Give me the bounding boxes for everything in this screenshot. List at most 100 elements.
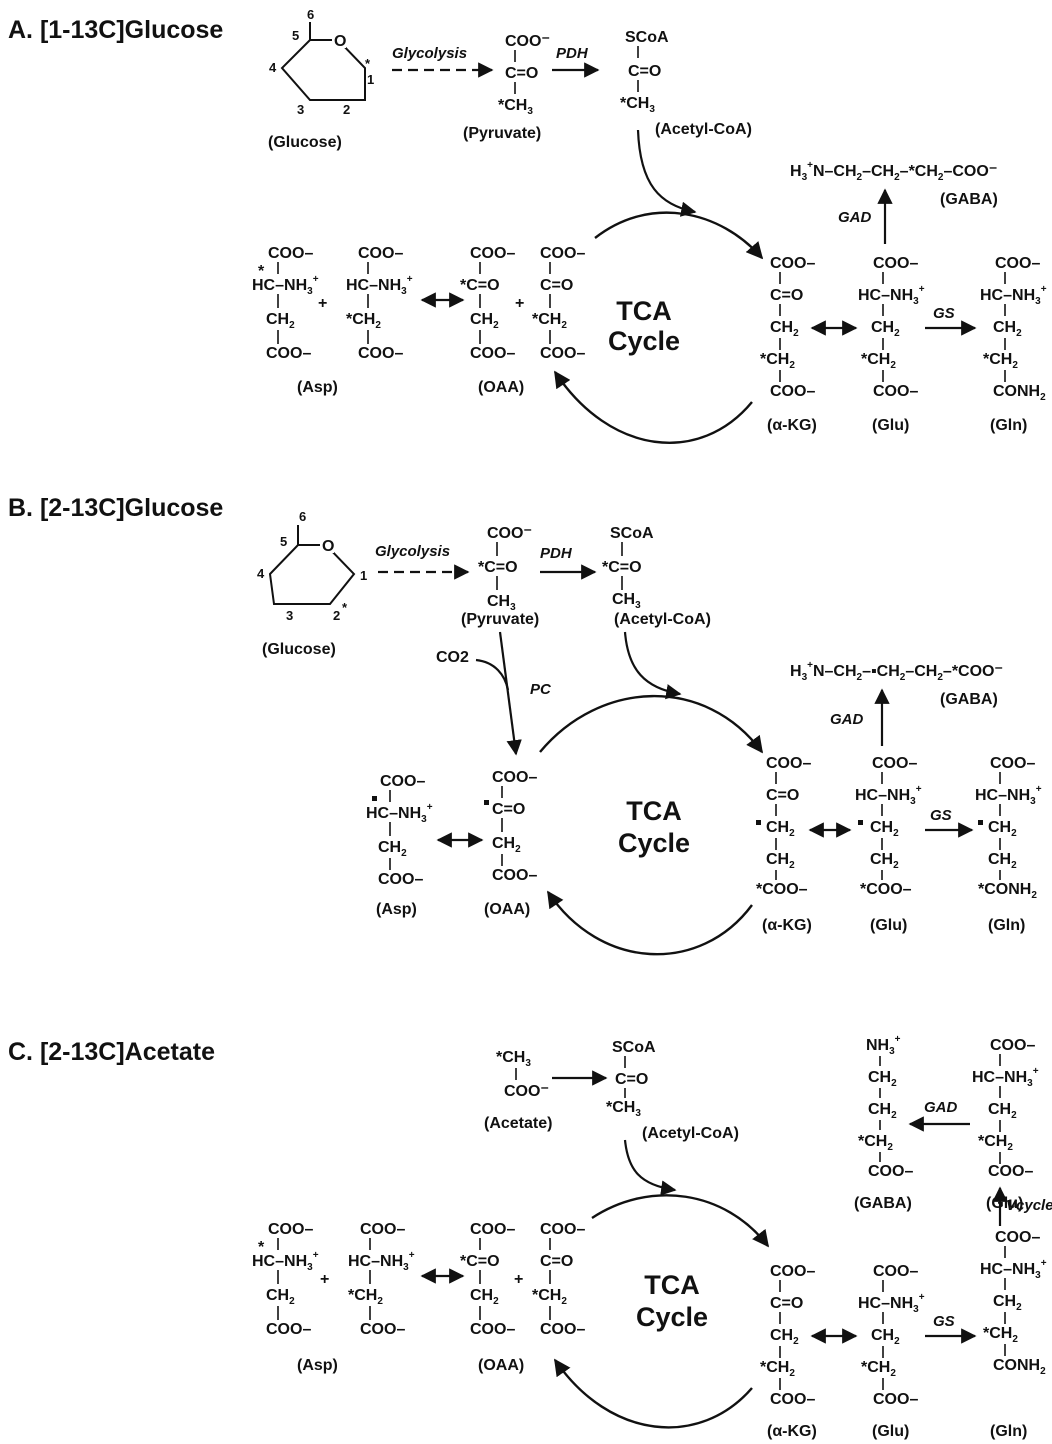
svg-text:*C=O: *C=O: [460, 277, 500, 294]
glu-label-c: (Glu): [872, 1423, 909, 1440]
svg-text:COO–: COO–: [470, 245, 515, 262]
svg-text:CH2: CH2: [770, 319, 799, 339]
svg-text:COO–: COO–: [268, 1221, 313, 1238]
gad-label-b: GAD: [830, 711, 864, 728]
svg-text:CH2: CH2: [470, 311, 499, 331]
svg-text:COO–: COO–: [378, 871, 423, 888]
acetyl-coa-label-b: (Acetyl-CoA): [614, 611, 711, 628]
svg-text:*COO–: *COO–: [756, 881, 808, 898]
oaa-label-b: (OAA): [484, 901, 530, 918]
oaa-label-c: (OAA): [478, 1357, 524, 1374]
asp-structures-a: COO– HC–NH3+ * CH2 COO– + COO– HC–NH3+ *…: [252, 245, 413, 362]
svg-text:CH2: CH2: [993, 319, 1022, 339]
svg-text:COO–: COO–: [470, 1221, 515, 1238]
gaba-structure-a: H3+N–CH2–CH2–*CH2–COO⁻: [790, 160, 997, 183]
tca-cycle-top-arc: [594, 211, 764, 260]
svg-text:CH2: CH2: [871, 319, 900, 339]
svg-text:C=O: C=O: [540, 1253, 573, 1270]
svg-text:CH2: CH2: [470, 1287, 499, 1307]
svg-text:C=O: C=O: [770, 287, 803, 304]
gaba-structure-b: H3+N–CH2–▪CH2–CH2–*COO⁻: [790, 660, 1003, 683]
svg-text:6: 6: [307, 7, 314, 22]
svg-text:HC–NH3+: HC–NH3+: [858, 284, 925, 307]
panel-c-title: C. [2-13C]Acetate: [8, 1038, 215, 1066]
svg-text:COO–: COO–: [470, 1321, 515, 1338]
svg-text:5: 5: [280, 534, 287, 549]
svg-text:*: *: [258, 1239, 265, 1256]
glu-structure-c: COO– HC–NH3+ CH2 *CH2 COO–: [858, 1263, 925, 1408]
svg-text:C=O: C=O: [628, 63, 661, 80]
svg-text:COO–: COO–: [540, 1321, 585, 1338]
glu-top-label-c: (Glu): [986, 1195, 1023, 1212]
glucose-ring-b: O 6 5 4 3 2 * 1: [257, 509, 367, 623]
svg-text:C=O: C=O: [615, 1071, 648, 1088]
svg-text:3: 3: [297, 102, 304, 117]
svg-text:CH2: CH2: [868, 1069, 897, 1089]
akg-label-c: (α-KG): [767, 1423, 817, 1440]
oaa-structure-b: COO– C=O CH2 COO–: [484, 769, 537, 884]
vcycle-label: Vcycle: [1006, 1197, 1052, 1214]
gln-structure-b: COO– HC–NH3+ CH2 CH2 *CONH2: [975, 755, 1042, 901]
acetyl-coa-structure: SCoA C=O *CH3: [620, 29, 669, 115]
svg-text:*C=O: *C=O: [478, 559, 518, 576]
svg-text:COO–: COO–: [380, 773, 425, 790]
svg-text:*CH3: *CH3: [496, 1049, 531, 1069]
svg-text:CH2: CH2: [988, 851, 1017, 871]
pc-arrow: [498, 631, 522, 756]
akg-structure-a: COO– C=O CH2 *CH2 COO–: [760, 255, 815, 400]
panel-b: B. [2-13C]Glucose O 6 5 4 3 2 * 1 (Gluco…: [8, 494, 1042, 956]
glu-label-b: (Glu): [870, 917, 907, 934]
pyruvate-structure-b: COO⁻ *C=O CH3: [478, 525, 532, 613]
svg-text:C=O: C=O: [770, 1295, 803, 1312]
svg-text:COO–: COO–: [770, 383, 815, 400]
svg-text:*CH2: *CH2: [983, 351, 1018, 371]
gln-structure-a: COO– HC–NH3+ CH2 *CH2 CONH2: [980, 255, 1047, 403]
svg-text:COO–: COO–: [268, 245, 313, 262]
svg-text:*: *: [342, 600, 348, 615]
svg-text:CH2: CH2: [266, 1287, 295, 1307]
svg-text:COO–: COO–: [988, 1163, 1033, 1180]
tca-label-c1: TCA: [644, 1270, 700, 1300]
svg-text:+: +: [318, 295, 327, 312]
svg-text:HC–NH3+: HC–NH3+: [972, 1066, 1039, 1089]
svg-text:CH2: CH2: [378, 839, 407, 859]
svg-text:*CH3: *CH3: [498, 97, 533, 117]
svg-text:COO–: COO–: [360, 1221, 405, 1238]
tca-cycle-bottom-arc-b: [547, 890, 753, 956]
svg-text:COO–: COO–: [995, 255, 1040, 272]
svg-text:6: 6: [299, 509, 306, 524]
svg-text:COO–: COO–: [470, 345, 515, 362]
svg-text:1: 1: [367, 72, 374, 87]
svg-text:2: 2: [343, 102, 350, 117]
svg-text:CH2: CH2: [766, 819, 795, 839]
oaa-structures-c: COO– *C=O CH2 COO– + COO– C=O *CH2 COO–: [460, 1221, 585, 1338]
svg-text:SCoA: SCoA: [610, 525, 654, 542]
svg-text:CH2: CH2: [870, 851, 899, 871]
svg-text:SCoA: SCoA: [612, 1039, 656, 1056]
tca-cycle-bottom-arc: [554, 370, 753, 444]
gaba-label-b: (GABA): [940, 691, 998, 708]
svg-text:HC–NH3+: HC–NH3+: [346, 274, 413, 297]
svg-text:*C=O: *C=O: [602, 559, 642, 576]
svg-text:COO⁻: COO⁻: [487, 525, 532, 542]
gs-label-b: GS: [930, 807, 952, 824]
svg-text:COO⁻: COO⁻: [504, 1083, 549, 1100]
svg-text:*CH3: *CH3: [620, 95, 655, 115]
glucose-label-b: (Glucose): [262, 641, 336, 658]
glu-structure-a: COO– HC–NH3+ CH2 *CH2 COO–: [858, 255, 925, 400]
svg-text:C=O: C=O: [492, 801, 525, 818]
svg-text:*CH2: *CH2: [346, 311, 381, 331]
svg-text:COO–: COO–: [766, 755, 811, 772]
svg-text:COO–: COO–: [872, 755, 917, 772]
asp-label-b: (Asp): [376, 901, 417, 918]
pdh-label: PDH: [556, 45, 589, 62]
pdh-label-b: PDH: [540, 545, 573, 562]
svg-text:*CH2: *CH2: [532, 1287, 567, 1307]
svg-text:CH2: CH2: [492, 835, 521, 855]
co2-label: CO2: [436, 649, 469, 666]
gad-label-a: GAD: [838, 209, 872, 226]
acetate-label: (Acetate): [484, 1115, 552, 1132]
panel-a-title: A. [1-13C]Glucose: [8, 16, 223, 44]
acetyl-coa-to-tca-arrow-c: [623, 1139, 677, 1196]
svg-text:HC–NH3+: HC–NH3+: [366, 802, 433, 825]
